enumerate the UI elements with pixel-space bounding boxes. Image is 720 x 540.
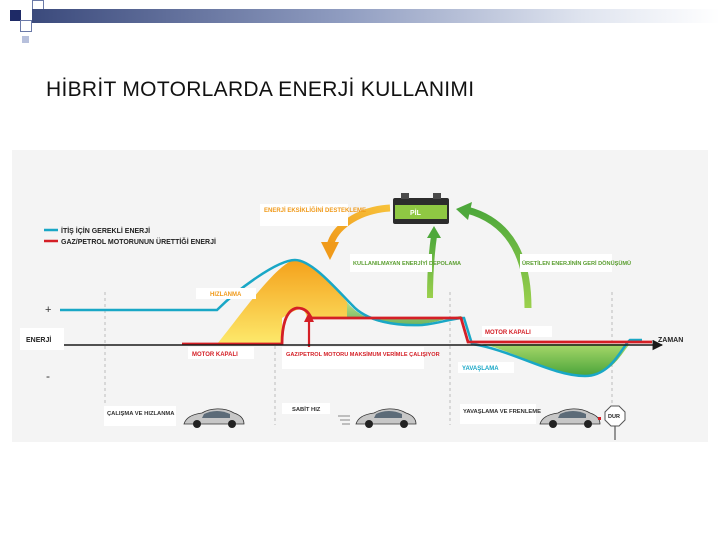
legend-engine-energy: GAZ/PETROL MOTORUNUN ÜRETTİĞİ ENERJİ xyxy=(61,237,216,246)
car-icon xyxy=(184,409,244,428)
stage-constant-label: SABİT HIZ xyxy=(292,406,321,413)
corner-square-light xyxy=(22,36,29,43)
diagram-svg: İTİŞ İÇİN GEREKLİ ENERJİ GAZ/PETROL MOTO… xyxy=(12,150,708,442)
stop-sign-label: DUR xyxy=(608,414,620,420)
axis-plus: + xyxy=(45,304,51,316)
hybrid-energy-diagram: İTİŞ İÇİN GEREKLİ ENERJİ GAZ/PETROL MOTO… xyxy=(12,150,708,442)
energy-support-label: ENERJİ EKSİKLİĞİNİ DESTEKLEME xyxy=(264,206,366,214)
header-gradient-bar xyxy=(32,9,720,23)
battery-label: PİL xyxy=(410,209,422,217)
battery-support-arrow-head xyxy=(321,242,339,260)
legend-required-energy: İTİŞ İÇİN GEREKLİ ENERJİ xyxy=(61,227,150,235)
motor-off-right-label: MOTOR KAPALI xyxy=(485,330,531,336)
unused-energy-label: KULLANILMAYAN ENERJİYİ DEPOLAMA xyxy=(353,260,461,267)
x-axis-label: ZAMAN xyxy=(658,337,683,344)
regen-label: ÜRETİLEN ENERJİNİN GERİ DÖNÜŞÜMÜ xyxy=(522,260,631,267)
y-axis-label: ENERJİ xyxy=(26,336,51,344)
speed-lines-icon xyxy=(338,416,350,424)
accelerate-label: HIZLANMA xyxy=(210,292,242,298)
motor-off-left-label: MOTOR KAPALI xyxy=(192,352,238,358)
battery-terminal xyxy=(433,193,441,199)
engine-max-label: GAZ/PETROL MOTORU MAKSİMUM VERİMLE ÇALIŞ… xyxy=(286,351,440,358)
car-icon xyxy=(356,409,416,428)
battery-label-band xyxy=(395,205,447,219)
regen-arrow xyxy=(467,210,528,308)
corner-square-outline-2 xyxy=(20,20,32,32)
decelerate-label: YAVAŞLAMA xyxy=(462,366,499,372)
label-box xyxy=(282,347,424,369)
energy-store-arrow-head xyxy=(427,226,441,238)
car-icon xyxy=(540,409,601,428)
stage-start-label: ÇALIŞMA VE HIZLANMA xyxy=(107,411,175,417)
regen-arrow-head xyxy=(456,202,472,220)
stop-sign-icon: DUR xyxy=(605,406,625,440)
stage-brake-label: YAVAŞLAMA VE FRENLEME xyxy=(463,409,541,415)
slide-title: HİBRİT MOTORLARDA ENERJİ KULLANIMI xyxy=(46,78,474,102)
battery-terminal xyxy=(401,193,409,199)
axis-minus: - xyxy=(46,369,50,383)
energy-support-text: ENERJİ EKSİKLİĞİNİ DESTEKLEME xyxy=(264,206,366,214)
